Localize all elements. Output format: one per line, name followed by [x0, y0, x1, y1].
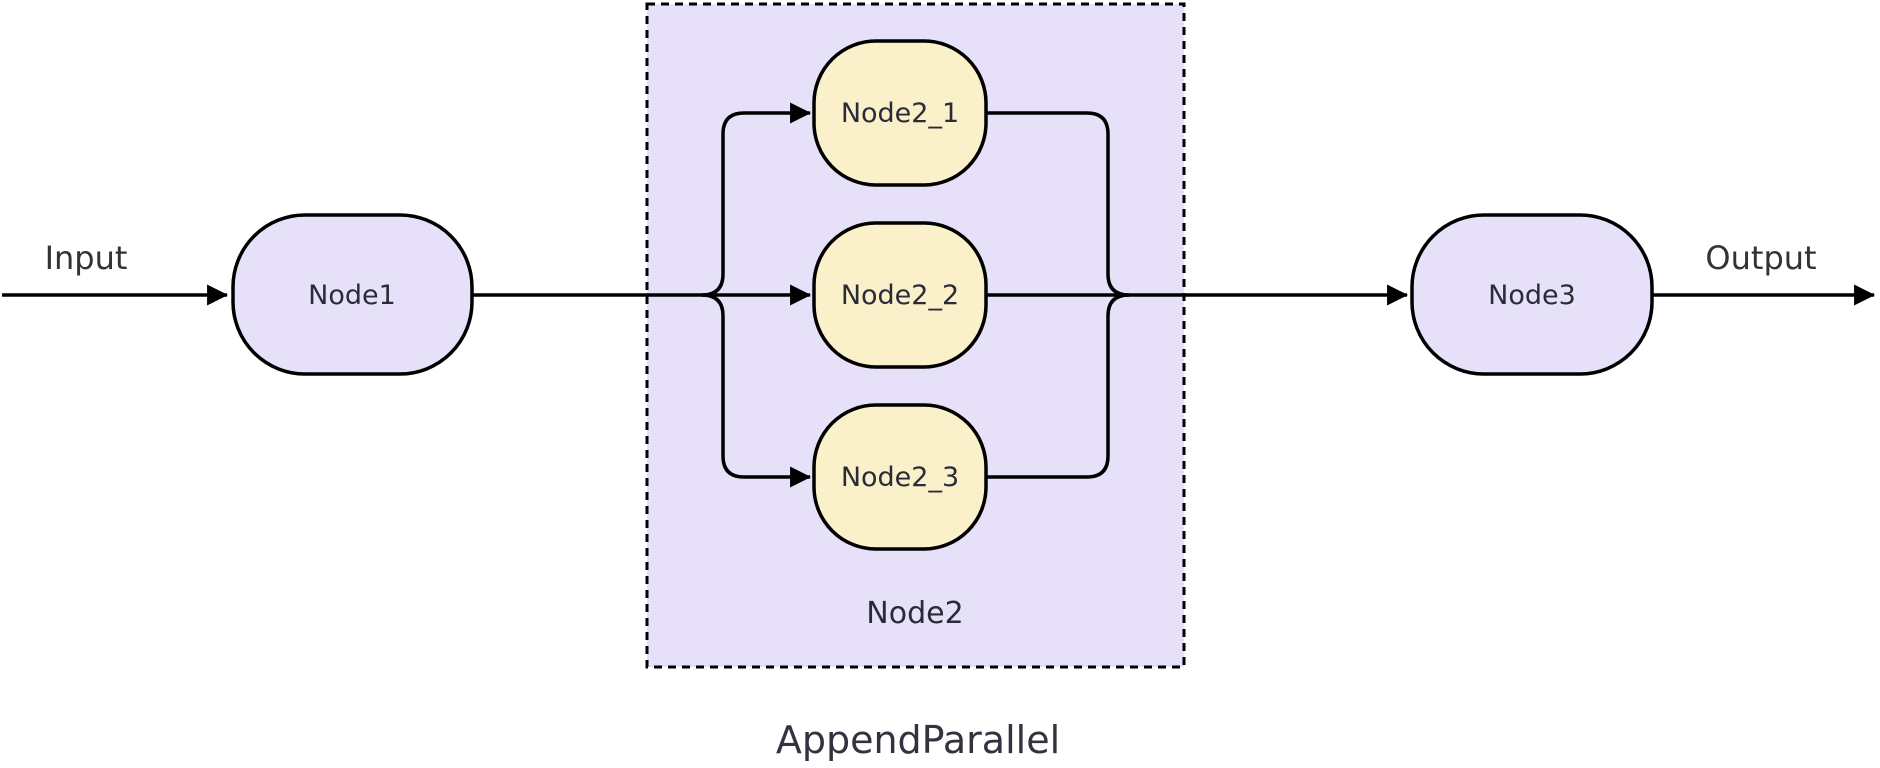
edge-node1-node2_1: [701, 102, 812, 297]
node2-1-label: Node2_1: [841, 98, 959, 129]
edge-node2_3-merge: [986, 293, 1130, 479]
node2-1-shape: [812, 39, 988, 187]
node2-3-shape: [812, 403, 988, 551]
edge-node2_1-merge: [986, 111, 1130, 297]
container-type-label: AppendParallel: [776, 718, 1060, 762]
node1-shape: [231, 213, 474, 376]
node3-label: Node3: [1488, 280, 1576, 311]
edge-node1-node2_3: [701, 293, 812, 488]
node2-2-shape: [812, 221, 988, 369]
output-label: Output: [1705, 239, 1816, 277]
container-label: Node2: [866, 596, 963, 631]
node2-2-label: Node2_2: [841, 280, 959, 311]
input-label: Input: [45, 239, 128, 277]
node1-label: Node1: [308, 280, 396, 311]
node3-shape: [1410, 213, 1654, 376]
node2-3-label: Node2_3: [841, 462, 959, 493]
